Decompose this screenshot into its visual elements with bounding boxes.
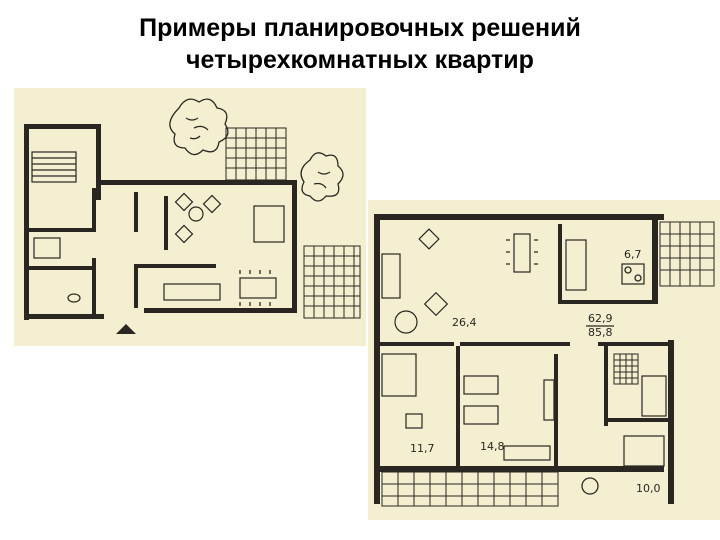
bathtub-icon — [641, 375, 667, 417]
table-icon — [188, 206, 204, 222]
washbasin-icon — [67, 293, 81, 303]
bed-icon — [463, 375, 499, 395]
kitchen-counter — [163, 283, 221, 301]
room-area-label: 26,4 — [452, 316, 477, 329]
entrance-marker — [116, 324, 136, 334]
room-area-label: 85,8 — [588, 326, 613, 339]
terrace-grid-top — [225, 127, 287, 181]
tiled-floor — [613, 353, 639, 385]
title-line-1: Примеры планировочных решений — [139, 14, 581, 42]
tree-icon — [169, 98, 229, 156]
table-icon — [239, 277, 277, 299]
desk — [503, 445, 551, 461]
room-area-label: 11,7 — [410, 442, 435, 455]
balcony-grid-right — [659, 221, 715, 287]
table-icon — [513, 233, 531, 273]
armchair-icon — [174, 224, 194, 244]
title-line-2: четырехкомнатных квартир — [186, 46, 534, 74]
room-area-label: 10,0 — [636, 482, 661, 495]
wardrobe — [543, 379, 555, 421]
washbasin-icon — [581, 477, 599, 495]
terrace-grid-right — [303, 245, 361, 319]
bed-icon — [381, 353, 417, 397]
room-area-label: 6,7 — [624, 248, 642, 261]
sofa-icon — [381, 253, 401, 299]
slide-title: Примеры планировочных решений четырехком… — [0, 12, 720, 76]
room-area-label: 14,8 — [480, 440, 505, 453]
room-area-label: 62,9 — [588, 312, 613, 325]
armchair-icon — [418, 228, 440, 250]
table-icon — [405, 413, 423, 429]
staircase — [31, 151, 77, 183]
armchair-icon — [202, 194, 222, 214]
floor-plan-b-drawing: 6,7 26,4 62,9 85,8 11,7 14,8 10,0 — [374, 214, 715, 507]
floor-plan-b: 6,7 26,4 62,9 85,8 11,7 14,8 10,0 — [368, 200, 720, 520]
balcony-grid-bottom — [381, 471, 559, 507]
bed-icon — [463, 405, 499, 425]
sofa-icon — [253, 205, 285, 243]
floor-plan-a-drawing — [24, 98, 361, 334]
table-icon — [394, 310, 418, 334]
stove-icon — [621, 263, 645, 285]
floor-plan-a — [14, 88, 366, 346]
armchair-icon — [423, 291, 449, 317]
tree-icon — [300, 152, 344, 202]
bed-icon — [623, 435, 665, 467]
armchair-icon — [174, 192, 194, 212]
bathtub-icon — [33, 237, 61, 259]
kitchen-counter — [565, 239, 587, 291]
